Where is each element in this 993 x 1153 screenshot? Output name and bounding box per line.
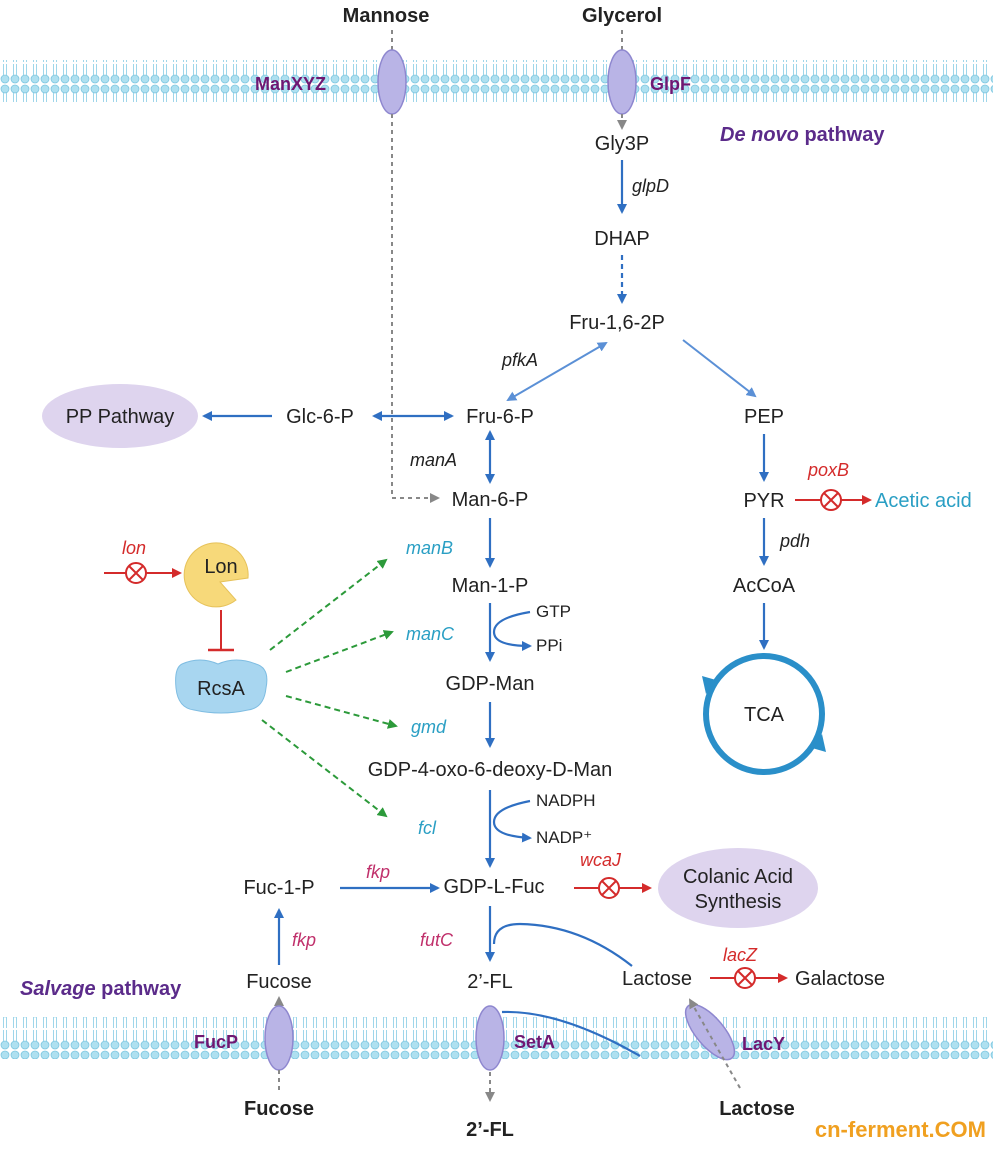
nadph-cofactor-arrow xyxy=(492,799,532,843)
fucose-inside-label: Fucose xyxy=(246,971,312,993)
watermark-text: cn-ferment.COM xyxy=(815,1117,986,1142)
de-novo-rest: pathway xyxy=(799,124,885,146)
lactose-inside-label: Lactose xyxy=(622,968,692,990)
gly3p-label: Gly3P xyxy=(595,133,649,155)
gene-fkp-horizontal: fkp xyxy=(366,862,390,882)
gene-lon: lon xyxy=(122,538,146,558)
salvage-italic: Salvage xyxy=(20,978,96,1000)
rcsa-protein-shape xyxy=(175,659,268,714)
fru6p-label: Fru-6-P xyxy=(466,406,534,428)
fucp-transporter xyxy=(264,1005,294,1071)
dhap-label: DHAP xyxy=(594,228,650,250)
gtp-ppi-cofactor-arrow xyxy=(492,610,532,651)
knockout-wcaj-cross xyxy=(601,880,617,896)
mannose-route-line xyxy=(391,114,440,503)
gene-fcl: fcl xyxy=(418,818,437,838)
fucp-label: FucP xyxy=(194,1032,238,1052)
lactose-to-futc-curve xyxy=(492,922,633,967)
gdpman-label: GDP-Man xyxy=(446,673,535,695)
tca-arrowhead-right xyxy=(812,734,826,752)
seta-label: SetA xyxy=(514,1032,555,1052)
2fl-outside-label: 2’-FL xyxy=(466,1119,514,1141)
glpf-label: GlpF xyxy=(650,74,691,94)
fru16p-label: Fru-1,6-2P xyxy=(569,312,665,334)
rcsa-activates-fcl xyxy=(261,719,388,818)
glpf-transporter xyxy=(607,49,637,115)
manxyz-transporter xyxy=(377,49,407,115)
tca-label: TCA xyxy=(744,704,785,726)
gdp4oxo-label: GDP-4-oxo-6-deoxy-D-Man xyxy=(368,759,613,781)
gtp-label: GTP xyxy=(536,602,571,621)
colanic-line1: Colanic Acid xyxy=(683,866,793,888)
gene-gmd: gmd xyxy=(411,717,447,737)
mannose-outside-label: Mannose xyxy=(343,5,430,27)
seta-transporter xyxy=(475,1005,505,1071)
gene-poxb: poxB xyxy=(807,460,849,480)
2fl-inside-label: 2’-FL xyxy=(467,971,513,993)
de-novo-italic: De novo xyxy=(720,124,799,146)
lon-protein-shape xyxy=(183,542,249,608)
fucose-outside-label: Fucose xyxy=(244,1098,314,1120)
gene-pdh: pdh xyxy=(779,531,810,551)
gene-mana: manA xyxy=(410,450,457,470)
nadph-label: NADPH xyxy=(536,791,596,810)
arrow-fru6p-fru16p xyxy=(506,341,608,402)
pp-pathway-bubble xyxy=(42,384,198,448)
de-novo-pathway-label: De novo pathway xyxy=(720,124,885,146)
rcsa-activates-gmd xyxy=(285,695,398,729)
pep-label: PEP xyxy=(744,406,784,428)
gene-wcaj: wcaJ xyxy=(580,850,622,870)
gene-lacz: lacZ xyxy=(723,945,758,965)
fuc1p-label: Fuc-1-P xyxy=(243,877,314,899)
lacy-transporter xyxy=(684,1003,736,1061)
glc6p-label: Glc-6-P xyxy=(286,406,354,428)
salvage-pathway-label: Salvage pathway xyxy=(20,978,182,1000)
knockout-lacz-cross xyxy=(737,970,753,986)
lactose-outside-label: Lactose xyxy=(719,1098,795,1120)
lactose-uptake-arrow xyxy=(689,998,741,1089)
gene-futc: futC xyxy=(420,930,454,950)
ppi-label: PPi xyxy=(536,636,562,655)
pyr-label: PYR xyxy=(743,490,784,512)
man6p-label: Man-6-P xyxy=(452,489,529,511)
gene-manc: manC xyxy=(406,624,455,644)
rcsa-activates-manc xyxy=(285,630,394,673)
glycerol-outside-label: Glycerol xyxy=(582,5,662,27)
gdplfuc-label: GDP-L-Fuc xyxy=(443,876,544,898)
tca-arrowhead-left xyxy=(702,676,716,694)
lacy-label: LacY xyxy=(742,1034,785,1054)
arrow-fru16p-pep xyxy=(682,339,757,398)
seta-export-curve xyxy=(501,1010,641,1057)
manxyz-label: ManXYZ xyxy=(255,74,326,94)
rcsa-activates-manb xyxy=(269,558,388,651)
lon-protein-label: Lon xyxy=(204,556,237,578)
nadp-label: NADP⁺ xyxy=(536,828,592,847)
acetic-acid-label: Acetic acid xyxy=(875,490,972,512)
colanic-line2: Synthesis xyxy=(695,891,782,913)
salvage-rest: pathway xyxy=(96,978,182,1000)
gene-glpd: glpD xyxy=(632,176,669,196)
accoa-label: AcCoA xyxy=(733,575,796,597)
rcsa-protein-label: RcsA xyxy=(197,678,245,700)
man1p-label: Man-1-P xyxy=(452,575,529,597)
galactose-label: Galactose xyxy=(795,968,885,990)
gene-manb: manB xyxy=(406,538,453,558)
knockout-poxb-cross xyxy=(823,492,839,508)
knockout-lon-cross xyxy=(128,565,144,581)
gene-pfka: pfkA xyxy=(501,350,538,370)
pp-pathway-label: PP Pathway xyxy=(66,406,175,428)
colanic-acid-bubble xyxy=(658,848,818,928)
top-membrane xyxy=(0,60,993,102)
gene-fkp-vertical: fkp xyxy=(292,930,316,950)
tca-cycle-ring xyxy=(703,653,825,775)
